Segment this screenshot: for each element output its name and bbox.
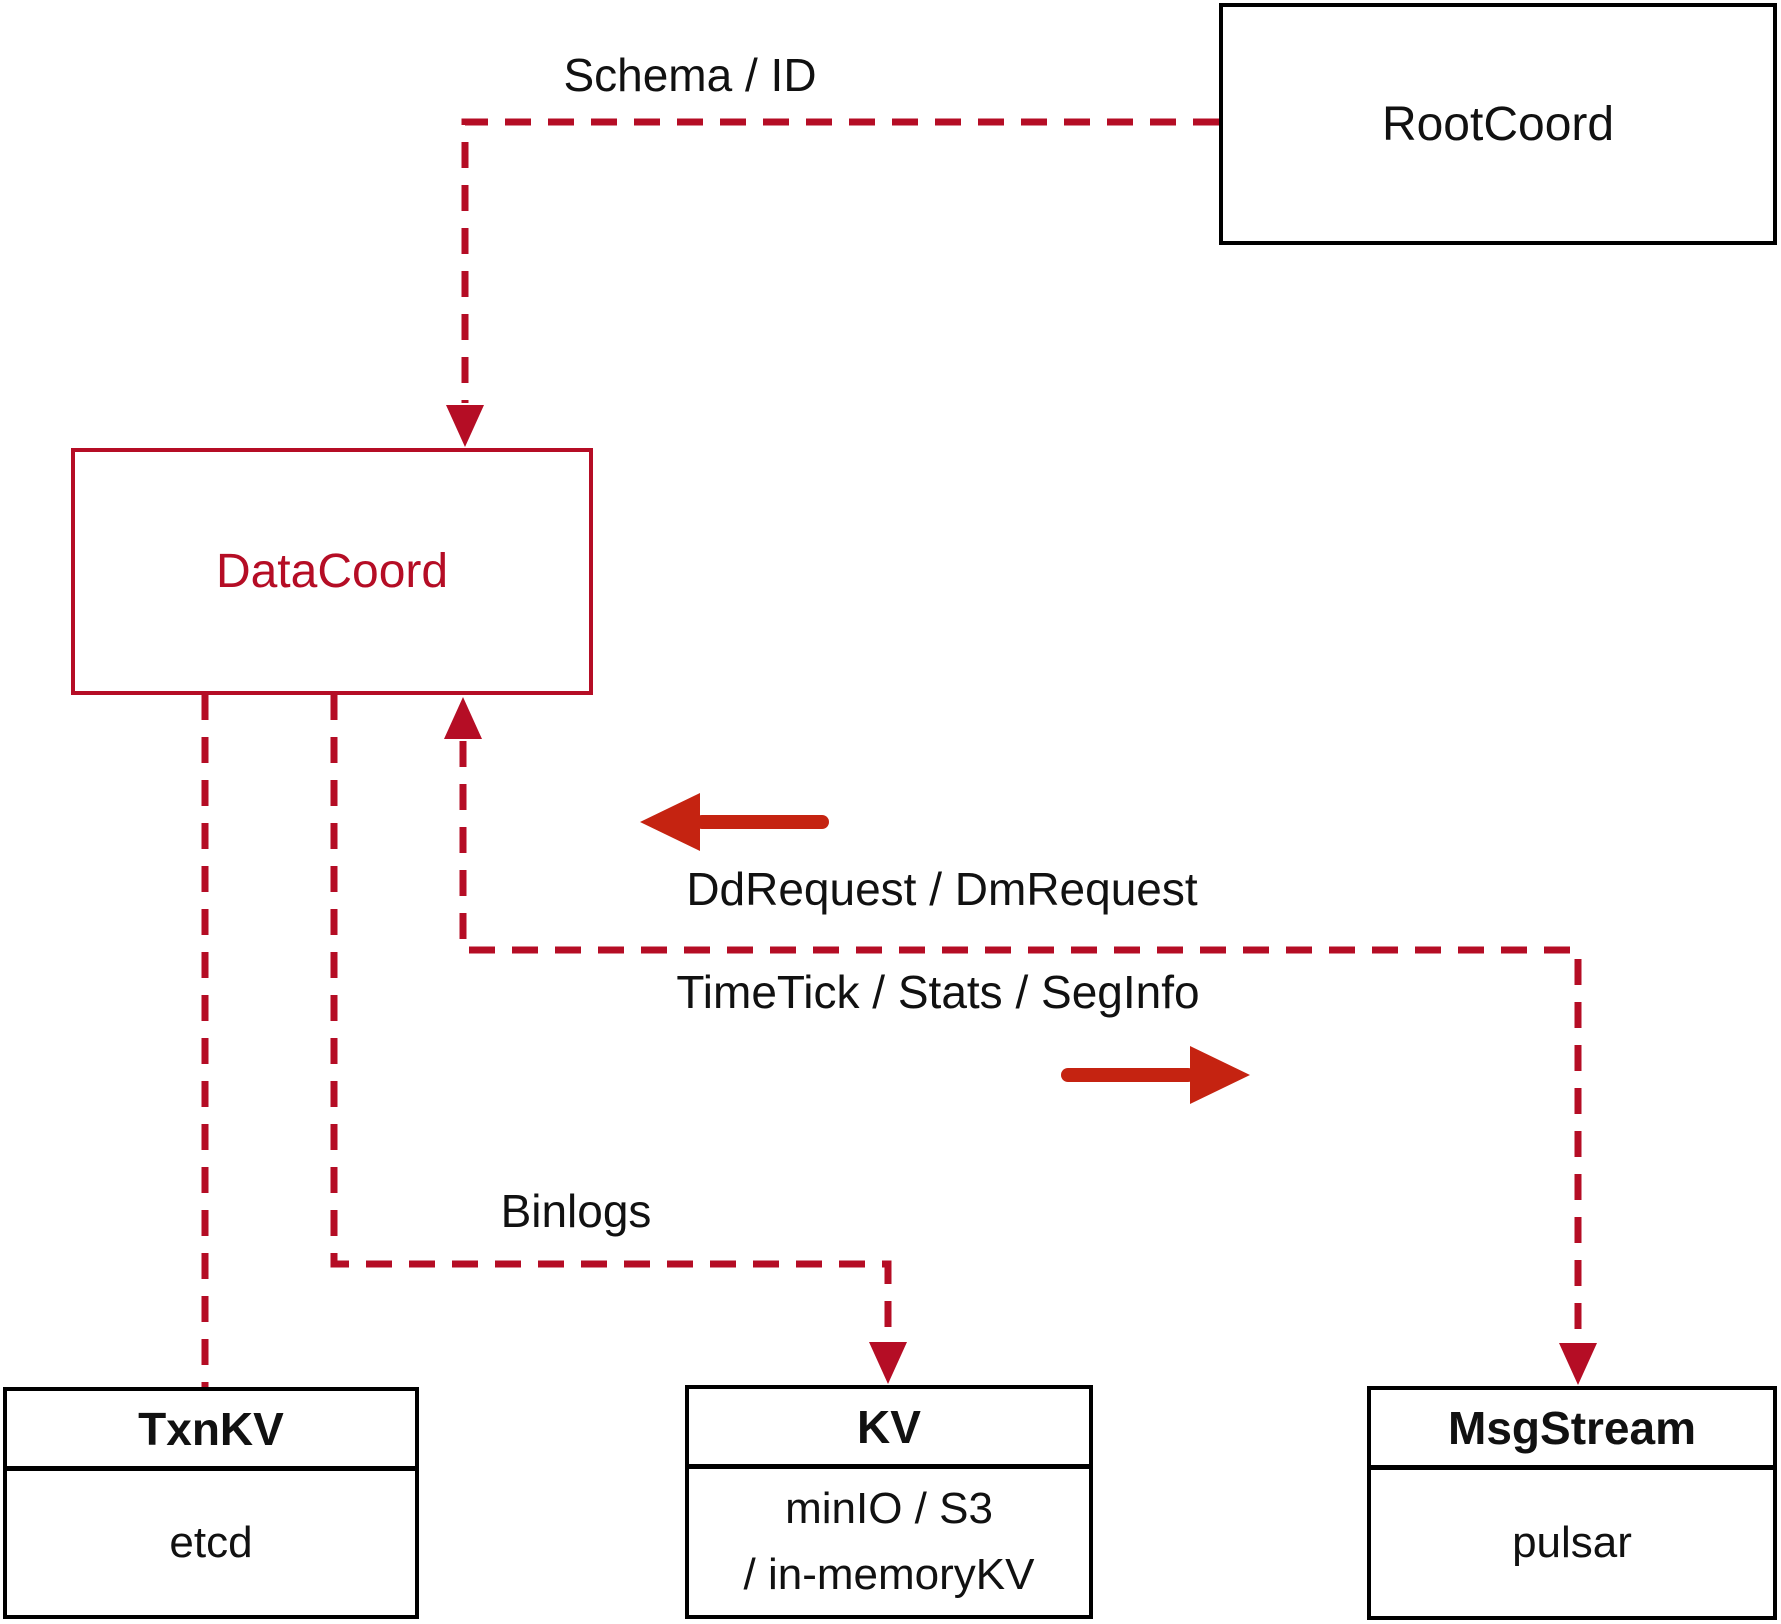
- kv-title: KV: [689, 1389, 1089, 1469]
- txnkv-body-label: etcd: [169, 1518, 253, 1567]
- arrowhead-down-msgstream-top-icon: [1559, 1343, 1597, 1385]
- datacoord-label: DataCoord: [215, 545, 449, 598]
- arrowhead-down-kv-top-icon: [869, 1342, 907, 1384]
- rootcoord-label: RootCoord: [1381, 97, 1615, 151]
- kv-body-line1: minIO / S3: [785, 1484, 993, 1533]
- edge-label-schema-id: Schema / ID: [563, 49, 817, 101]
- node-kv: KV minIO / S3 / in-memoryKV: [685, 1385, 1093, 1619]
- edge-label-ddrequest: DdRequest / DmRequest: [686, 863, 1198, 915]
- right-direction-arrow-icon: [1190, 1046, 1250, 1104]
- edge-rootcoord-to-datacoord: [461, 118, 1219, 403]
- arrowhead-down-datacoord-top-icon: [446, 405, 484, 447]
- edge-label-timetick: TimeTick / Stats / SegInfo: [676, 966, 1200, 1018]
- node-msgstream: MsgStream pulsar: [1367, 1386, 1777, 1620]
- node-txnkv: TxnKV etcd: [3, 1387, 419, 1619]
- edge-label-binlogs: Binlogs: [500, 1185, 652, 1237]
- edge-datacoord-to-kv: [330, 694, 892, 1340]
- arrowhead-up-datacoord-bottom-icon: [444, 697, 482, 739]
- node-rootcoord: RootCoord: [1219, 3, 1777, 245]
- msgstream-title: MsgStream: [1371, 1390, 1773, 1470]
- txnkv-title: TxnKV: [7, 1391, 415, 1471]
- edge-msgstream-datacoord: [459, 741, 1582, 1341]
- kv-body-line2: / in-memoryKV: [743, 1550, 1035, 1599]
- msgstream-body-label: pulsar: [1512, 1518, 1632, 1567]
- left-direction-arrow-icon: [640, 793, 700, 851]
- node-datacoord: DataCoord: [71, 448, 593, 695]
